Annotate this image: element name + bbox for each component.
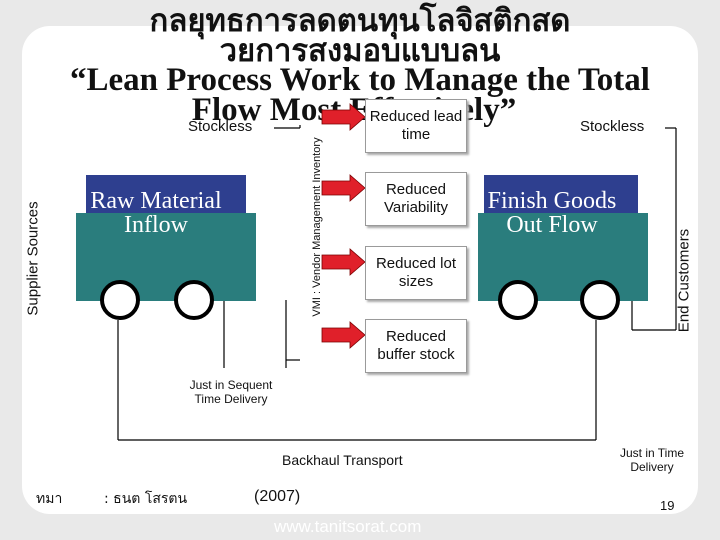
arrow-buffer-stock (321, 321, 366, 349)
footer-year: (2007) (254, 488, 301, 505)
arrow-lot-sizes (321, 248, 366, 276)
arrow-lead-time (321, 103, 366, 131)
left-truck-cab (86, 175, 246, 213)
right-truck-cab (484, 175, 638, 213)
title-thai-line2: วยการสงมอบแบบลน (219, 33, 501, 69)
right-truck-wheel-rear (580, 280, 620, 320)
supplier-sources-label: Supplier Sources (24, 201, 42, 316)
arrow-variability (321, 174, 366, 202)
title-thai-line1: กลยุทธการลดตนทุนโลจิสติกสด (149, 3, 571, 39)
finish-goods-out-flow-text: Finish Goods Out Flow (487, 188, 617, 238)
page-number: 19 (660, 498, 675, 513)
footer-author: : ธนต โสรตน (104, 491, 188, 507)
benefit-reduced-variability: Reduced Variability (365, 172, 467, 226)
jit-sequent-label: Just in Sequent Time Delivery (189, 378, 273, 406)
left-truck-wheel-rear (174, 280, 214, 320)
vmi-label: VMI : Vendor Management Inventory (311, 137, 323, 317)
raw-material-inflow-text: Raw Material Inflow (90, 188, 222, 238)
left-truck-wheel-front (100, 280, 140, 320)
jit-delivery-label: Just in Time Delivery (619, 446, 685, 474)
title-english-line1: “Lean Process Work to Manage the Total (70, 62, 650, 98)
end-customers-label: End Customers (675, 228, 693, 333)
stockless-right-label: Stockless (580, 118, 645, 135)
stockless-left-label: Stockless (188, 118, 253, 135)
website-link[interactable]: www.tanitsorat.com (274, 517, 422, 536)
benefit-reduced-lot-sizes: Reduced lot sizes (365, 246, 467, 300)
right-truck-wheel-front (498, 280, 538, 320)
benefit-reduced-lead-time: Reduced lead time (365, 99, 467, 153)
backhaul-transport-label: Backhaul Transport (282, 452, 403, 468)
footer-source-prefix: ทมา (36, 491, 63, 507)
benefit-reduced-buffer-stock: Reduced buffer stock (365, 319, 467, 373)
